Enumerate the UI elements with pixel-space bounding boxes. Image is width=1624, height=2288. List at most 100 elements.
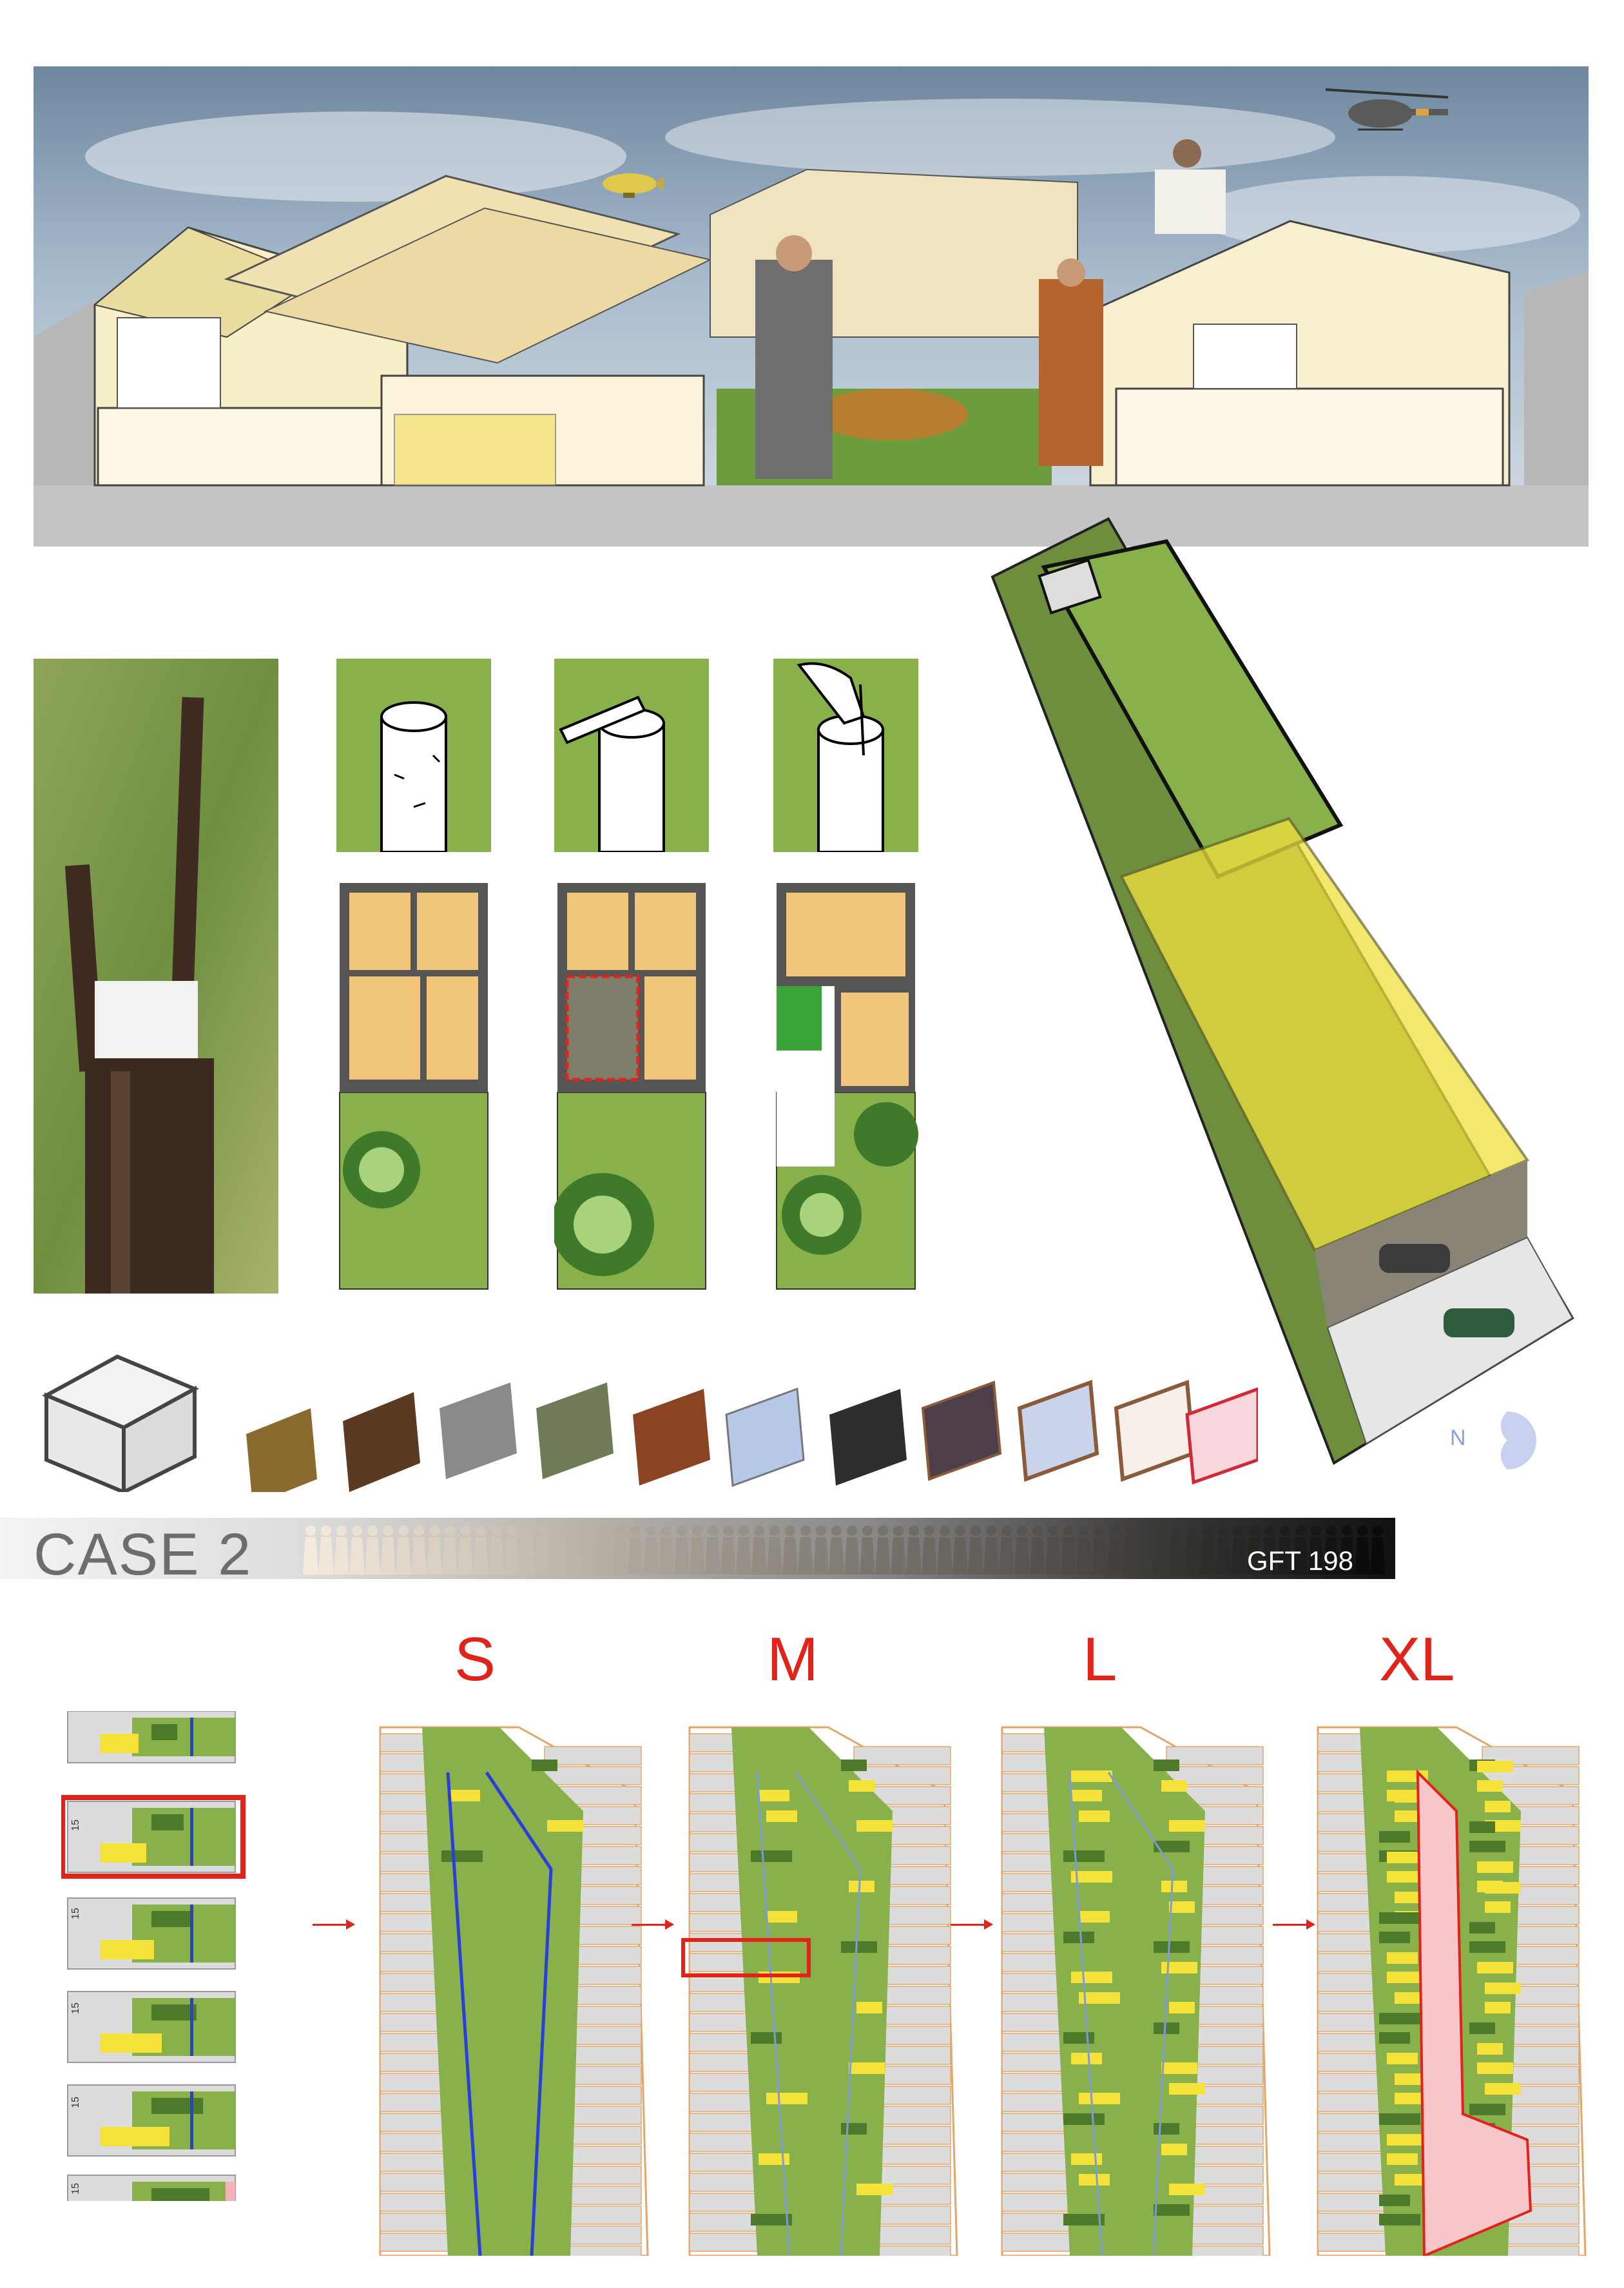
built-addition [1161,2062,1197,2074]
path-line [795,1772,862,2256]
arrow-right-icon [632,1919,674,1930]
arrow-right-icon [313,1919,355,1930]
grafting-photo [34,659,278,1294]
tree-stump-cut-icon [559,695,665,853]
built-addition [1169,2083,1205,2095]
built-addition [1485,1901,1511,1913]
person-silhouette [736,1526,751,1575]
person-silhouette [1215,1526,1231,1575]
person-silhouette [1246,1526,1262,1575]
axonometric-view: N [980,516,1585,1469]
built-addition [849,1780,875,1792]
person-silhouette [488,1526,504,1575]
plot-label: 15 [70,2097,81,2108]
person-silhouette [968,1526,983,1575]
built-addition [1485,1983,1521,1994]
blimp-icon [603,173,664,198]
built-addition [1063,2032,1094,2044]
graft-step-2 [554,659,709,853]
person-silhouette [952,1526,968,1575]
size-label-l: L [1083,1625,1117,1694]
person-silhouette [860,1526,875,1575]
built-addition [1063,1932,1094,1943]
person-silhouette [1293,1526,1308,1575]
person-silhouette [922,1526,937,1575]
path-line [1107,1772,1174,2256]
built-addition [1161,1962,1197,1973]
person-silhouette [1339,1526,1355,1575]
person-silhouette [999,1526,1014,1575]
built-addition [1063,2113,1105,2125]
built-addition [1477,1861,1513,1873]
built-addition [1154,1841,1190,1852]
person-silhouette [1262,1526,1277,1575]
built-addition [1387,2134,1428,2146]
built-addition [1169,1901,1195,1913]
person-silhouette [875,1526,891,1575]
built-addition [849,2062,885,2074]
built-addition [1387,2153,1418,2165]
person-silhouette [581,1526,597,1575]
built-addition [1071,1790,1102,1801]
floor-plan-2 [551,880,709,1292]
floor-plan-1 [336,880,491,1292]
person-silhouette [1154,1526,1169,1575]
person-silhouette [535,1526,550,1575]
compass-icon: N [1450,1411,1547,1469]
built-addition [1395,2174,1426,2186]
built-addition [1154,2123,1179,2135]
person-silhouette [318,1526,334,1575]
person-silhouette [427,1526,442,1575]
built-addition [1154,1760,1179,1771]
built-addition [1387,1852,1418,1863]
person-silhouette [1200,1526,1215,1575]
plot-label: 15 [70,1908,81,1919]
built-addition [1469,2104,1505,2115]
person-silhouette [504,1526,519,1575]
built-addition [1079,1992,1120,2004]
built-addition [1379,1831,1410,1843]
plot-variant [67,1991,236,2063]
built-addition [766,2093,807,2104]
person-silhouette [813,1526,829,1575]
built-addition [1161,2144,1187,2155]
size-label-s: S [454,1625,496,1694]
person-silhouette [674,1526,690,1575]
person-silhouette [798,1526,813,1575]
person-silhouette [628,1526,643,1575]
built-addition [1154,1941,1190,1953]
built-addition [1469,1941,1505,1953]
person-silhouette [829,1526,844,1575]
plot-variant [67,1897,236,1970]
built-addition [1079,2174,1110,2186]
compass-label: N [1450,1426,1466,1450]
person-silhouette [1184,1526,1200,1575]
built-addition [1161,1881,1187,1892]
built-addition [1379,2032,1410,2044]
block-plan-xl [1308,1701,1592,2265]
block-plan-m [680,1701,963,2265]
section-perspective [34,66,1589,547]
built-addition [1079,1810,1110,1822]
built-addition [1079,1911,1110,1923]
plot-label: 15 [70,2002,81,2014]
built-addition [1477,2062,1513,2074]
person-silhouette [1061,1526,1076,1575]
person-silhouette [349,1526,365,1575]
person-silhouette [411,1526,427,1575]
built-addition [1063,1850,1105,1862]
person-silhouette [767,1526,782,1575]
person-silhouette [458,1526,473,1575]
person-silhouette [1355,1526,1370,1575]
highlight-frame [681,1938,811,1977]
project-code: GFT 198 [1247,1546,1353,1576]
floor-plan-3 [773,880,918,1292]
plot-variants: 15 15 15 15 15 [60,1711,248,2247]
built-addition [1071,1871,1112,1883]
built-addition [1485,1882,1521,1894]
built-addition [766,1911,797,1923]
built-addition [1071,2053,1102,2064]
built-addition [1379,2214,1420,2225]
person-silhouette [473,1526,488,1575]
built-addition [1387,1952,1418,1964]
